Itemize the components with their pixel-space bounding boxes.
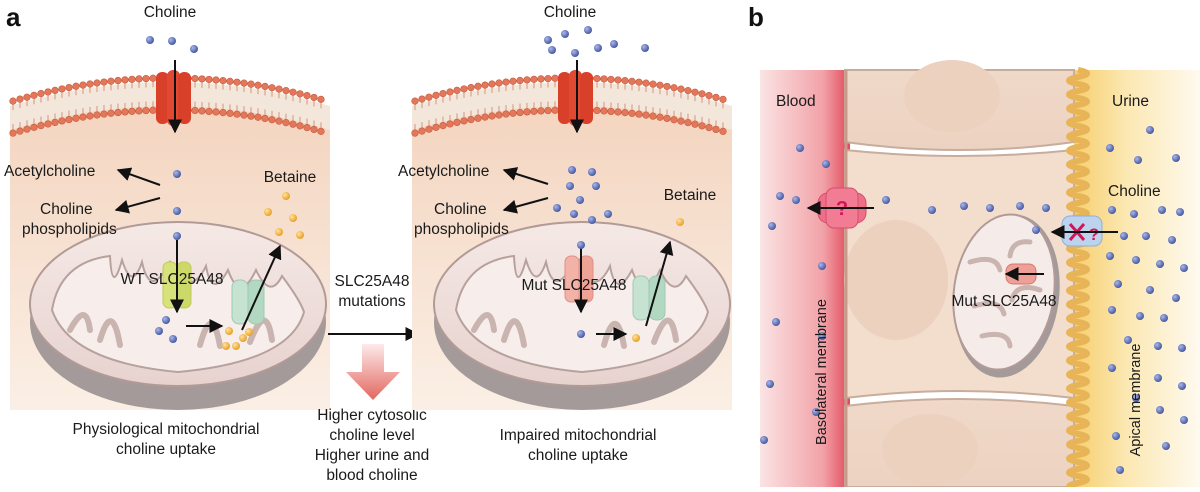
caption-right-1: Impaired mitochondrial: [500, 427, 657, 444]
kidney-panel: ? ?: [760, 60, 1200, 492]
arrow-betaine-out-right: [645, 240, 674, 327]
caption-left-2: choline uptake: [116, 441, 216, 458]
betaine-label-right: Betaine: [664, 187, 717, 204]
phospholipids-label-left-1: Choline: [40, 201, 93, 218]
choline-label-right: Choline: [544, 4, 597, 21]
acetylcholine-label-right: Acetylcholine: [398, 163, 489, 180]
choline-label-left: Choline: [144, 4, 197, 21]
arrow-acetylcholine-right: [502, 167, 549, 185]
panel-b-letter: b: [748, 2, 764, 32]
blood-label: Blood: [776, 93, 816, 110]
phospholipids-label-left-2: phospholipids: [22, 221, 117, 238]
acetylcholine-label-left: Acetylcholine: [4, 163, 95, 180]
mutation-transition: SLC25A48 mutations Higher cytosolic chol…: [315, 273, 430, 484]
apical-microvilli: [1066, 67, 1090, 492]
kidney-mitochondrion: [952, 213, 1060, 378]
basolateral-label: Basolateral membrane: [814, 299, 830, 445]
nucleus-top: [904, 60, 1000, 132]
arrow-phospholipids-left: [114, 197, 161, 214]
betaine-dots-left: [222, 192, 304, 350]
cell-right: Choline Acetylcholine Choline phospholip…: [398, 4, 732, 464]
mut-transporter: [564, 255, 594, 303]
urine-region: [1074, 70, 1200, 487]
mut-transporter-label: Mut SLC25A48: [521, 277, 626, 294]
arrow-betaine-out-left: [241, 244, 282, 331]
apical-question-mark: ?: [1089, 225, 1099, 244]
mutations-label-2: mutations: [338, 293, 405, 310]
caption-left-1: Physiological mitochondrial: [73, 421, 260, 438]
arrow-phospholipids-right: [502, 197, 549, 214]
consequence-down-arrow: [346, 344, 400, 400]
wt-transporter-label: WT SLC25A48: [120, 271, 223, 288]
caption-right-2: choline uptake: [528, 447, 628, 464]
blood-region: [760, 70, 850, 487]
choline-dots-right: [544, 26, 649, 338]
apical-label: Apical membrane: [1128, 344, 1144, 457]
phospholipids-label-right-1: Choline: [434, 201, 487, 218]
arrow-acetylcholine-left: [116, 167, 161, 186]
phospholipids-label-right-2: phospholipids: [414, 221, 509, 238]
urine-label: Urine: [1112, 93, 1149, 110]
choline-dots-b: [760, 126, 1188, 474]
mutations-label-1: SLC25A48: [335, 273, 410, 290]
choline-dots-left: [146, 36, 198, 343]
mitochondrion-left: [29, 221, 327, 410]
wt-transporter: [162, 261, 192, 309]
panel-a-letter: a: [6, 2, 21, 32]
betaine-label-left: Betaine: [264, 169, 317, 186]
nucleus-middle: [844, 220, 948, 340]
cell-left: Choline Acetylcholine Choline phospholip…: [4, 4, 330, 458]
consequence-label-3: Higher urine and: [315, 447, 430, 464]
choline-channel-left: [156, 70, 191, 126]
mut-transporter-label-b: Mut SLC25A48: [951, 293, 1056, 310]
nucleus-bottom: [882, 414, 978, 486]
choline-label-b: Choline: [1108, 183, 1161, 200]
betaine-transporter-right: [632, 275, 666, 321]
consequence-label-1: Higher cytosolic: [317, 407, 427, 424]
consequence-label-2: choline level: [329, 427, 414, 444]
betaine-dots-right: [632, 218, 684, 342]
choline-channel-right: [558, 70, 593, 126]
consequence-label-4: blood choline: [326, 467, 417, 484]
